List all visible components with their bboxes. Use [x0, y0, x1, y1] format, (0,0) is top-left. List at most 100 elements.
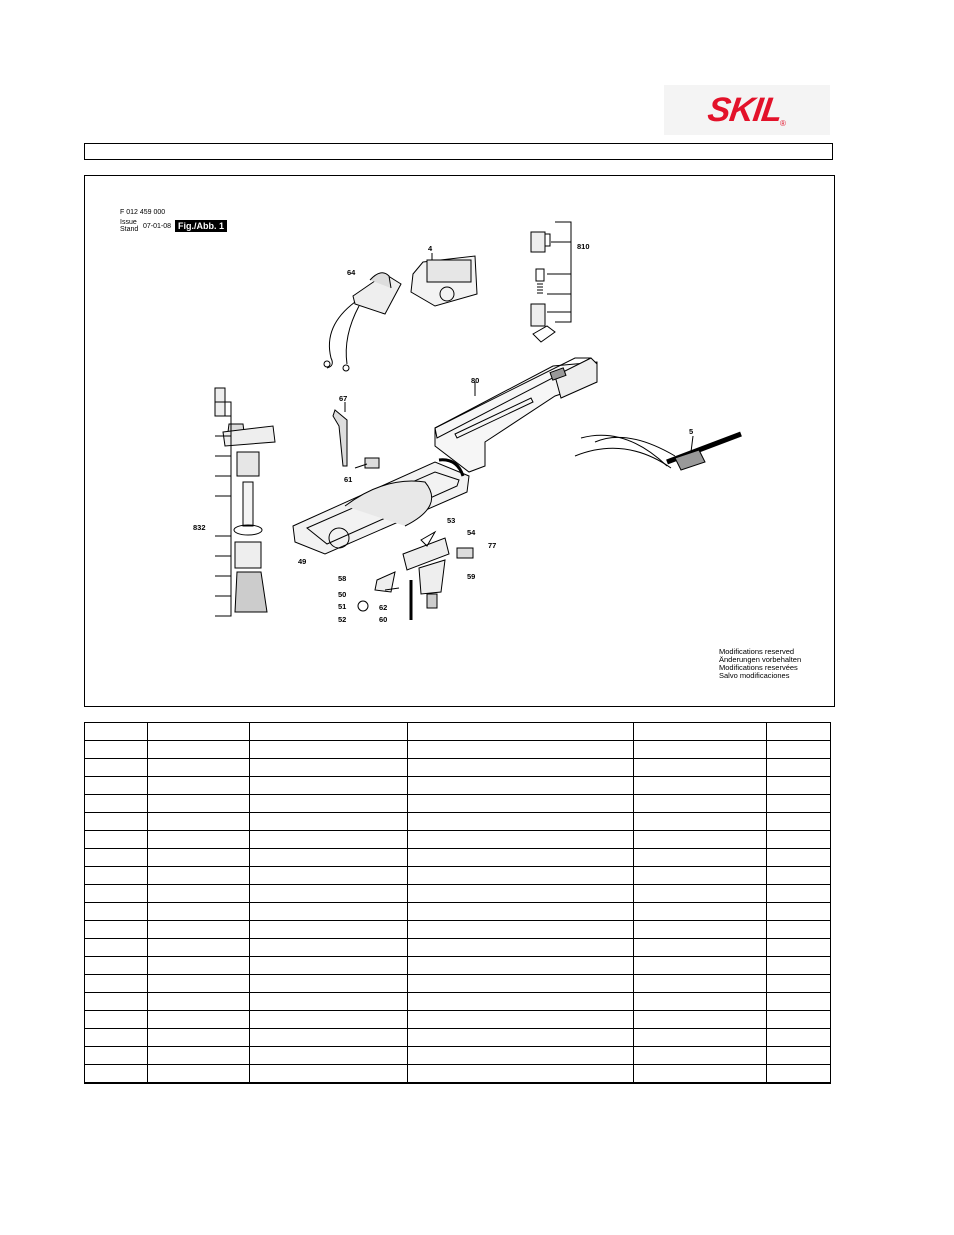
callout-832: 832 — [193, 523, 206, 532]
table-cell — [766, 956, 831, 975]
table-cell — [766, 776, 831, 795]
table-cell — [146, 1028, 250, 1047]
table-cell — [248, 956, 408, 975]
table-cell — [248, 902, 408, 921]
table-row — [84, 866, 831, 885]
issue-date: 07-01-08 — [143, 223, 172, 230]
table-cell — [248, 920, 408, 939]
callout-52: 52 — [338, 615, 347, 624]
table-cell — [766, 758, 831, 777]
table-cell — [406, 812, 635, 831]
note-en: Modifications reserved — [719, 647, 795, 656]
exploded-view-figure: F 012 459 000 Issue Stand 07-01-08 Fig./… — [84, 175, 835, 707]
table-cell — [406, 758, 635, 777]
callout-64: 64 — [347, 268, 356, 277]
callout-810: 810 — [577, 242, 590, 251]
callout-58: 58 — [338, 574, 347, 583]
table-cell — [766, 902, 831, 921]
callout-51: 51 — [338, 602, 347, 611]
table-row — [84, 1046, 831, 1065]
parts-table — [84, 722, 831, 1084]
table-cell — [248, 992, 408, 1011]
table-cell — [633, 992, 768, 1011]
table-cell — [84, 1046, 148, 1065]
table-cell — [84, 884, 148, 903]
parts-table-body — [84, 722, 831, 1084]
table-cell — [406, 1028, 635, 1047]
table-cell — [146, 866, 250, 885]
table-cell — [406, 794, 635, 813]
table-cell — [146, 1010, 250, 1029]
table-cell — [84, 1064, 148, 1084]
table-cell — [633, 1028, 768, 1047]
table-cell — [633, 1010, 768, 1029]
table-cell — [248, 866, 408, 885]
fig-tag: Fig./Abb. 1 — [175, 220, 227, 232]
table-cell — [84, 1010, 148, 1029]
table-cell — [146, 848, 250, 867]
callout-4: 4 — [428, 244, 433, 253]
table-cell — [146, 812, 250, 831]
table-cell — [248, 830, 408, 849]
table-row — [84, 974, 831, 993]
table-row — [84, 902, 831, 921]
table-cell — [146, 920, 250, 939]
callout-62: 62 — [379, 603, 388, 612]
table-cell — [84, 992, 148, 1011]
table-cell — [633, 938, 768, 957]
table-cell — [766, 740, 831, 759]
table-row — [84, 1064, 831, 1084]
callout-49: 49 — [298, 557, 307, 566]
table-cell — [766, 848, 831, 867]
callout-5: 5 — [689, 427, 694, 436]
table-cell — [84, 974, 148, 993]
table-cell — [146, 830, 250, 849]
table-row — [84, 830, 831, 849]
table-cell — [84, 830, 148, 849]
table-row — [84, 740, 831, 759]
table-cell — [633, 848, 768, 867]
table-cell — [633, 920, 768, 939]
part-number: F 012 459 000 — [120, 209, 166, 216]
table-row — [84, 722, 831, 741]
table-cell — [406, 740, 635, 759]
table-cell — [633, 884, 768, 903]
table-cell — [766, 1046, 831, 1065]
table-cell — [248, 758, 408, 777]
table-cell — [146, 974, 250, 993]
table-cell — [248, 794, 408, 813]
note-es: Salvo modificaciones — [719, 671, 790, 680]
table-cell — [406, 920, 635, 939]
table-cell — [146, 740, 250, 759]
table-cell — [146, 902, 250, 921]
registered-mark: ® — [780, 119, 786, 128]
callout-50: 50 — [338, 590, 347, 599]
table-row — [84, 794, 831, 813]
table-cell — [84, 902, 148, 921]
table-cell — [633, 722, 768, 741]
table-cell — [406, 956, 635, 975]
table-cell — [633, 776, 768, 795]
table-cell — [633, 1064, 768, 1084]
table-cell — [766, 992, 831, 1011]
table-cell — [146, 1046, 250, 1065]
callout-60: 60 — [379, 615, 388, 624]
table-cell — [406, 1046, 635, 1065]
table-cell — [248, 740, 408, 759]
callout-53: 53 — [447, 516, 456, 525]
parts-drawing — [214, 221, 742, 620]
table-cell — [766, 812, 831, 831]
table-cell — [406, 992, 635, 1011]
table-cell — [406, 830, 635, 849]
table-row — [84, 992, 831, 1011]
table-cell — [406, 902, 635, 921]
table-cell — [146, 1064, 250, 1084]
table-cell — [84, 740, 148, 759]
note-de: Änderungen vorbehalten — [719, 655, 802, 664]
table-cell — [406, 974, 635, 993]
table-cell — [766, 830, 831, 849]
table-cell — [406, 1064, 635, 1084]
table-row — [84, 938, 831, 957]
callout-54: 54 — [467, 528, 476, 537]
table-cell — [766, 920, 831, 939]
